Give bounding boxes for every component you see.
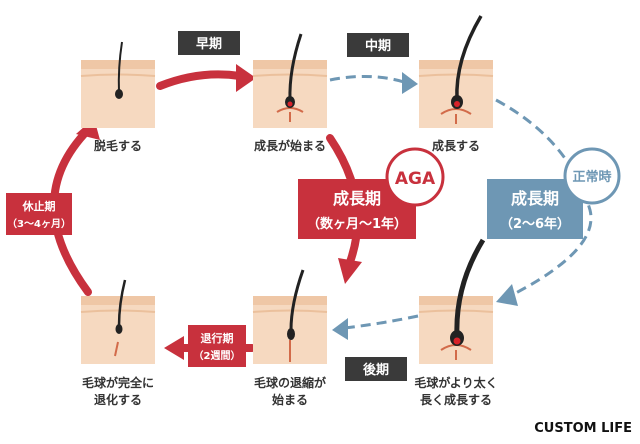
svg-text:正常時: 正常時 [572,169,611,185]
caption-shrink-start-2: 始まる [272,392,308,407]
hair-regressed [117,279,127,327]
cell-growth-start [252,33,328,128]
svg-text:休止期: 休止期 [22,199,56,213]
svg-text:成長期: 成長期 [333,189,381,208]
arrow-late [343,314,419,330]
caption-thick-long-2: 長く成長する [420,392,492,407]
svg-text:（2〜6年）: （2〜6年） [500,216,570,232]
hair-shed [117,41,123,93]
stage-middle: 中期 [347,33,409,57]
brand-logo: CUSTOM LIFE [534,421,632,436]
arrow-normal-growth [495,98,593,298]
svg-text:（数ヶ月〜1年）: （数ヶ月〜1年） [307,216,407,232]
cell-shrink-start [252,269,328,364]
caption-shrink-start-1: 毛球の退縮が [254,375,326,390]
arrowhead-aga-growth [338,258,362,284]
arrowhead-early [236,64,256,92]
phase-regression: 退行期 （2週間） [188,325,246,367]
caption-shedding: 脱毛する [94,138,142,153]
badge-aga: AGA [385,147,445,207]
caption-growth: 成長する [432,138,480,153]
cell-growth [418,15,494,128]
hair-grown [455,15,483,101]
svg-text:成長期: 成長期 [511,189,559,208]
arrow-middle [329,74,405,84]
caption-thick-long-1: 毛球がより太く [414,375,497,390]
hair-growing [288,33,303,101]
svg-text:中期: 中期 [365,38,391,54]
hair-thick-long [454,238,486,337]
svg-text:（3〜4ヶ月）: （3〜4ヶ月） [7,217,71,230]
arrowhead-middle [402,72,418,94]
arrowhead-regression [164,336,184,360]
stage-early: 早期 [178,31,240,55]
arrowhead-normal-growth [496,284,518,306]
caption-bulb-regress-1: 毛球が完全に [82,375,154,390]
phase-rest: 休止期 （3〜4ヶ月） [6,193,72,235]
badge-normal: 正常時 [563,147,621,205]
cell-shedding [80,41,156,128]
caption-growth-start: 成長が始まる [254,138,326,153]
hair-shrinking [289,269,305,331]
cell-thick-long [418,238,494,364]
svg-text:（2週間）: （2週間） [194,349,241,362]
svg-text:後期: 後期 [363,362,389,378]
arrowhead-late [332,318,348,340]
stage-late: 後期 [345,357,407,381]
cell-bulb-regress [80,279,156,364]
svg-text:AGA: AGA [395,169,436,189]
arrow-early [156,70,244,90]
svg-text:退行期: 退行期 [201,331,234,345]
svg-text:早期: 早期 [196,37,222,52]
caption-bulb-regress-2: 退化する [94,392,142,407]
